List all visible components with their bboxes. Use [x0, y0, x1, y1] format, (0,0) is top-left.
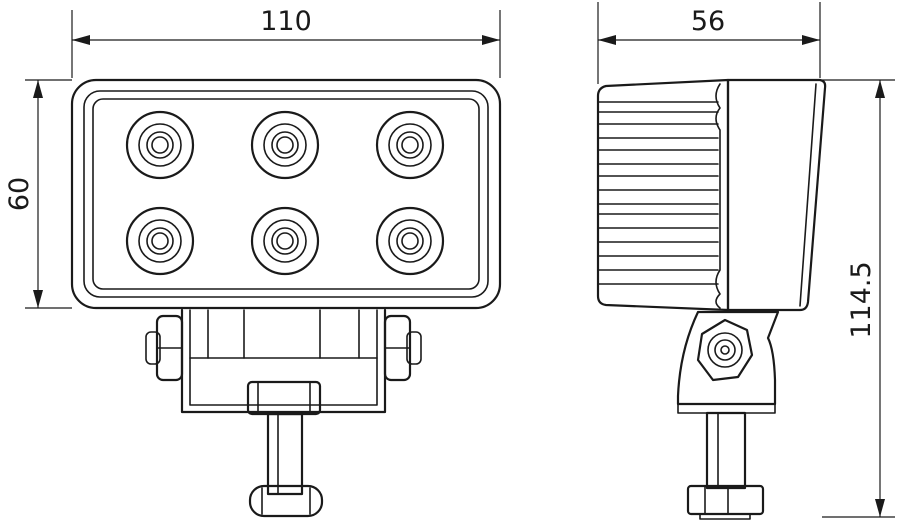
dimension-label-110: 110 [260, 6, 312, 37]
dimension-label-60: 60 [4, 177, 35, 211]
front-bolt [246, 380, 324, 518]
front-height-dimension: 60 [4, 79, 72, 309]
led [125, 110, 195, 180]
side-bracket [676, 310, 780, 406]
heat-sink-fins [597, 101, 719, 285]
led [250, 110, 320, 180]
front-lens [92, 98, 480, 290]
led-array [125, 110, 445, 276]
side-bezel [726, 78, 827, 312]
dimension-label-114-5: 114.5 [846, 261, 877, 338]
led [250, 206, 320, 276]
front-view [70, 78, 502, 518]
side-height-dimension: 114.5 [822, 79, 895, 518]
front-housing-inner [83, 90, 489, 298]
front-housing-outer [70, 78, 502, 310]
heat-sink-outline [596, 78, 730, 312]
led [375, 110, 445, 180]
dimension-label-56: 56 [691, 6, 725, 37]
side-view [596, 78, 827, 520]
side-hex-nut [696, 318, 754, 382]
left-knob [145, 314, 184, 382]
right-knob [383, 314, 422, 382]
side-bolt [686, 411, 765, 520]
led [125, 206, 195, 276]
led [375, 206, 445, 276]
front-width-dimension: 110 [71, 6, 501, 78]
front-bracket [180, 308, 387, 414]
side-depth-dimension: 56 [597, 2, 821, 84]
